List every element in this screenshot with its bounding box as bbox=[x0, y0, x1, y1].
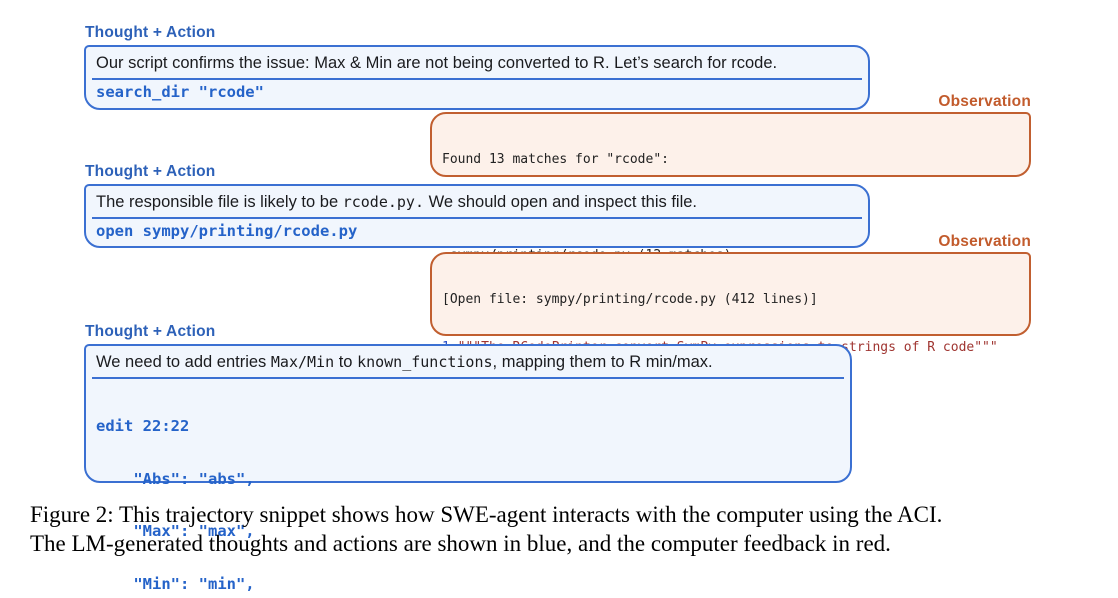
observation-2-line: [Open file: sympy/printing/rcode.py (412… bbox=[442, 292, 818, 307]
action-command-1: search_dir "rcode" bbox=[96, 83, 264, 101]
thought-3-text: , mapping them to R min/max. bbox=[492, 353, 713, 371]
thought-3-text: We need to add entries bbox=[96, 353, 271, 371]
thought-text-1: Our script confirms the issue: Max & Min… bbox=[92, 47, 862, 80]
observation-box-2: [Open file: sympy/printing/rcode.py (412… bbox=[430, 252, 1031, 451]
thought-2-inline-code: rcode.py. bbox=[342, 193, 424, 211]
caption-line-1: Figure 2: This trajectory snippet shows … bbox=[30, 502, 943, 527]
thought-2-text: We should open and inspect this file. bbox=[423, 193, 698, 211]
observation-label-1: Observation bbox=[938, 93, 1031, 110]
observation-box-1: Found 13 matches for "rcode": sympy/prin… bbox=[430, 112, 1031, 263]
action-3-line: "Abs": "abs", bbox=[96, 469, 255, 488]
thought-action-label-1: Thought + Action bbox=[85, 24, 216, 41]
figure-caption: Figure 2: This trajectory snippet shows … bbox=[30, 501, 1100, 558]
thought-text-3: We need to add entries Max/Min to known_… bbox=[92, 346, 844, 379]
thought-action-box-2: The responsible file is likely to be rco… bbox=[84, 184, 870, 248]
action-3-line: "Max": "max", bbox=[96, 522, 255, 540]
thought-3-inline-code: Max/Min bbox=[270, 353, 335, 371]
observation-label-2: Observation bbox=[938, 233, 1031, 250]
thought-action-box-1: Our script confirms the issue: Max & Min… bbox=[84, 45, 870, 110]
action-command-3: edit 22:22 "Abs": "abs", "Max": "max", "… bbox=[86, 379, 850, 598]
observation-1-line: Found 13 matches for "rcode": bbox=[442, 152, 669, 167]
thought-action-label-2: Thought + Action bbox=[85, 163, 216, 180]
thought-action-box-3: We need to add entries Max/Min to known_… bbox=[84, 344, 852, 592]
action-command-2: open sympy/printing/rcode.py bbox=[96, 222, 358, 240]
caption-line-2: The LM-generated thoughts and actions ar… bbox=[30, 530, 891, 556]
action-3-line: edit 22:22 bbox=[96, 417, 190, 435]
thought-3-text: to bbox=[334, 353, 358, 371]
action-3-line: "Min": "min", bbox=[96, 574, 255, 593]
thought-1-text: Our script confirms the issue: Max & Min… bbox=[96, 54, 778, 72]
thought-3-inline-code: known_functions bbox=[357, 353, 493, 371]
thought-text-2: The responsible file is likely to be rco… bbox=[92, 186, 862, 219]
thought-action-label-3: Thought + Action bbox=[85, 323, 216, 340]
thought-2-text: The responsible file is likely to be bbox=[96, 193, 343, 211]
